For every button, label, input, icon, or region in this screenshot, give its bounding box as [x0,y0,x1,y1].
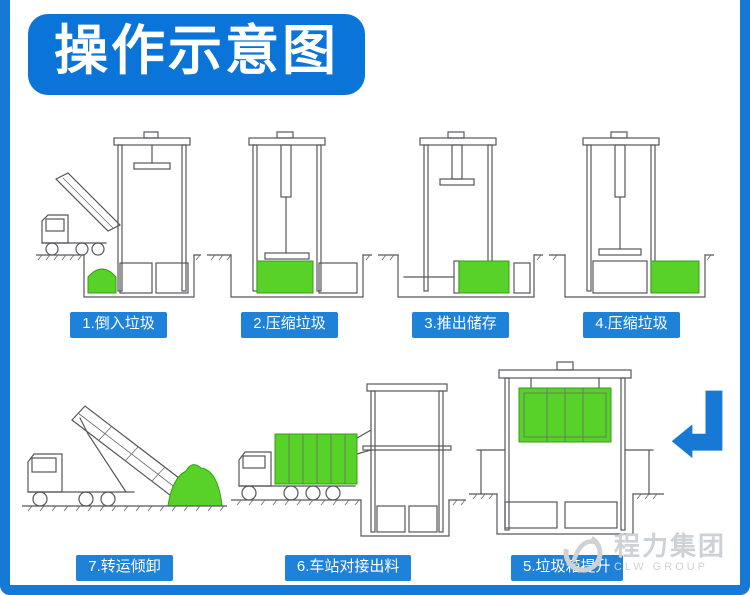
step-7-diagram-transfer-dump [22,405,227,512]
step-7: 7.转运倾卸 [22,354,227,582]
steps-row-1: 1.倒入垃圾 [36,131,714,339]
step-5: 5.垃圾箱提升 [469,354,665,582]
step-4-diagram-compress [549,131,714,298]
ground-and-pit [230,499,466,537]
step-2: 2.压缩垃圾 [207,131,372,339]
garbage-block [650,260,700,294]
step-3-diagram-push-out [378,131,543,298]
step-1-diagram-dump-in [36,131,201,298]
garbage-pile [87,268,117,294]
step-6-label: 6.车站对接出料 [284,555,412,582]
step-1: 1.倒入垃圾 [36,131,201,339]
step-3: 3.推出储存 [378,131,543,339]
step-6: 6.车站对接出料 [230,354,466,582]
lifted-garbage-box [518,387,612,443]
ground-and-pit [207,254,372,298]
garbage-pile [167,464,223,507]
ground [22,505,227,512]
garbage-block [256,260,314,294]
compression-tower [248,131,326,292]
steps-row-2: 7.转运倾卸 [22,354,728,582]
watermark-text: 程力集团 CLW GROUP [613,531,726,573]
watermark-en: CLW GROUP [613,560,709,573]
step-2-label: 2.压缩垃圾 [241,312,338,339]
step-6-diagram-dock-discharge [230,383,466,537]
ground-and-pit [549,254,714,298]
step-4-label: 4.压缩垃圾 [583,312,680,339]
step-2-diagram-compress [207,131,372,298]
dump-truck [41,172,122,256]
step-3-label: 3.推出储存 [412,312,509,339]
flow-arrow-icon [671,391,723,459]
watermark-cn: 程力集团 [613,531,726,562]
lifting-gantry [498,361,632,531]
step-5-diagram-box-lift [469,361,665,535]
side-platforms [476,449,654,495]
ground-and-pit [36,254,201,298]
step-4: 4.压缩垃圾 [549,131,714,339]
step-1-label: 1.倒入垃圾 [70,312,167,339]
ground-and-pit [378,254,543,298]
page-title: 操作示意图 [28,14,365,96]
step-7-label: 7.转运倾卸 [76,555,173,582]
compression-tower [582,131,660,292]
transfer-truck [238,433,358,501]
watermark: 程力集团 CLW GROUP [559,529,726,577]
clw-logo-icon [563,533,603,573]
station-frame [355,383,452,533]
ground-and-pit [469,493,665,535]
garbage-block [458,260,510,294]
